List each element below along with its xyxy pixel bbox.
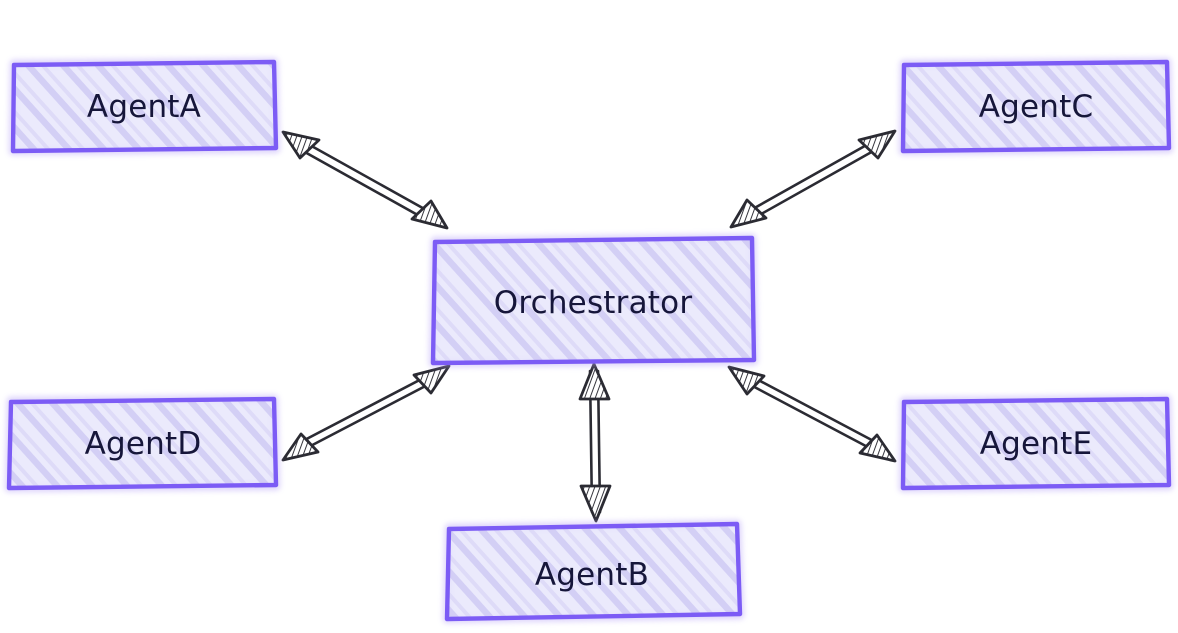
node-agentc-label: AgentC	[979, 89, 1094, 125]
node-agentb[interactable]: AgentB	[442, 519, 745, 624]
edges-layer	[281, 129, 897, 523]
node-agentd[interactable]: AgentD	[4, 394, 281, 493]
node-agente-label: AgentE	[980, 426, 1093, 462]
edge-orchestrator-agentb[interactable]	[578, 362, 612, 523]
node-agenta[interactable]: AgentA	[8, 57, 281, 156]
node-agente[interactable]: AgentE	[898, 394, 1174, 493]
node-orchestrator[interactable]: Orchestrator	[428, 233, 759, 368]
node-orchestrator-label: Orchestrator	[494, 285, 693, 321]
node-agentb-label: AgentB	[535, 557, 649, 593]
edge-orchestrator-agenta[interactable]	[281, 130, 449, 230]
edge-orchestrator-agente[interactable]	[727, 365, 897, 463]
node-agenta-label: AgentA	[87, 89, 201, 125]
edge-orchestrator-agentd[interactable]	[281, 364, 451, 462]
node-agentc[interactable]: AgentC	[898, 57, 1174, 156]
edge-orchestrator-agentc[interactable]	[729, 129, 897, 229]
node-agentd-label: AgentD	[85, 426, 202, 462]
nodes-layer: AgentA AgentC Orchestrator	[4, 57, 1174, 624]
